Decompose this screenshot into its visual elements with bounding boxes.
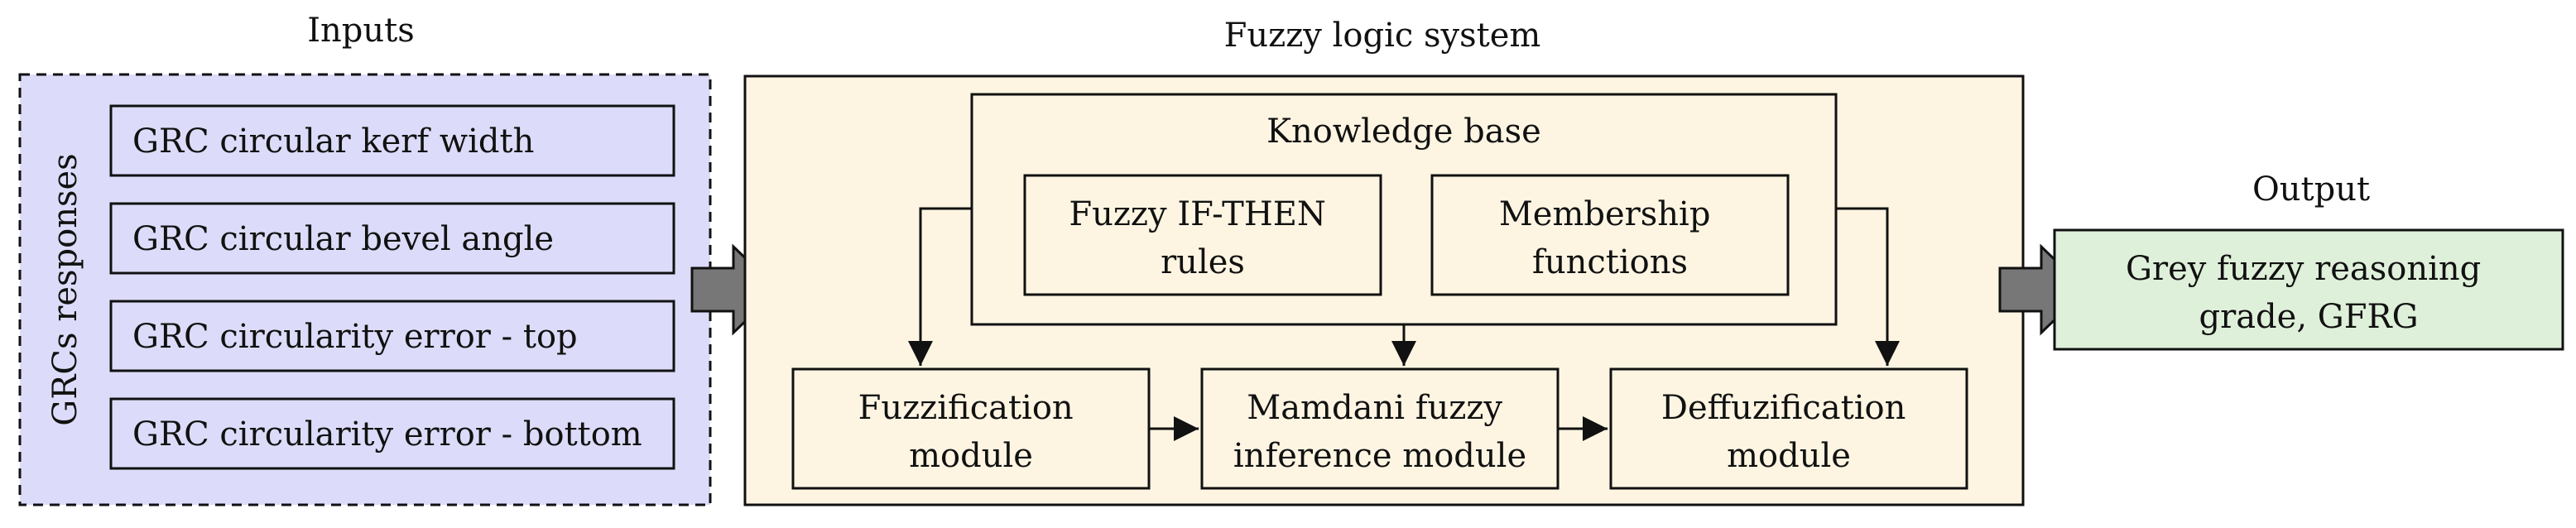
membership-functions-box: Membership functions	[1430, 174, 1790, 296]
membership-line-1: Membership	[1499, 195, 1711, 233]
knowledge-base-title: Knowledge base	[1266, 113, 1541, 151]
fuzzification-line-2: module	[909, 437, 1033, 475]
inference-module-box: Mamdani fuzzy inference module	[1200, 367, 1560, 490]
fuzzy-system-title: Fuzzy logic system	[1224, 17, 1541, 55]
fuzzy-rules-box: Fuzzy IF-THEN rules	[1023, 174, 1382, 296]
output-line-1: Grey fuzzy reasoning	[2126, 250, 2481, 288]
defuzzification-line-2: module	[1727, 437, 1851, 475]
output-title: Output	[2252, 170, 2370, 209]
inference-line-2: inference module	[1233, 437, 1526, 475]
output-box: Grey fuzzy reasoning grade, GFRG	[2053, 228, 2564, 351]
fuzzy-rules-line-1: Fuzzy IF-THEN	[1069, 195, 1326, 233]
output-line-2: grade, GFRG	[2199, 298, 2418, 336]
input-label-2: GRC circular bevel angle	[132, 220, 554, 258]
input-box-3: GRC circularity error - top	[109, 300, 675, 372]
inputs-group-label: GRCs responses	[46, 153, 84, 425]
svg-text:Fuzzy IF-THEN rules: Fuzzy IF-THEN rules	[1069, 195, 1336, 281]
svg-text:Deffuzification module: Deffuzification module	[1661, 389, 1916, 475]
input-box-2: GRC circular bevel angle	[109, 202, 675, 275]
defuzzification-module-box: Deffuzification module	[1609, 367, 1968, 490]
kb-to-defuzzification-connector	[1836, 207, 1900, 366]
input-label-3: GRC circularity error - top	[132, 318, 578, 356]
svg-text:Mamdani fuzzy inference: Mamdani fuzzy inference module	[1233, 389, 1526, 475]
svg-text:Fuzzification module: Fuzzification module	[858, 389, 1084, 475]
input-label-4: GRC circularity error - bottom	[132, 415, 642, 454]
input-box-1: GRC circular kerf width	[109, 104, 675, 177]
kb-to-fuzzification-connector	[908, 207, 972, 366]
fuzzy-rules-line-2: rules	[1161, 243, 1245, 281]
fuzzification-module-box: Fuzzification module	[791, 367, 1151, 490]
svg-text:Grey fuzzy reasoning gra: Grey fuzzy reasoning grade, GFRG	[2126, 250, 2492, 336]
input-label-1: GRC circular kerf width	[132, 122, 534, 161]
inference-line-1: Mamdani fuzzy	[1247, 389, 1502, 427]
defuzzification-line-1: Deffuzification	[1661, 389, 1906, 427]
fuzzification-line-1: Fuzzification	[858, 389, 1074, 427]
inputs-title: Inputs	[307, 12, 415, 50]
membership-line-2: functions	[1532, 243, 1688, 281]
svg-text:Membership functions: Membership functions	[1499, 195, 1721, 281]
input-box-4: GRC circularity error - bottom	[109, 397, 675, 470]
